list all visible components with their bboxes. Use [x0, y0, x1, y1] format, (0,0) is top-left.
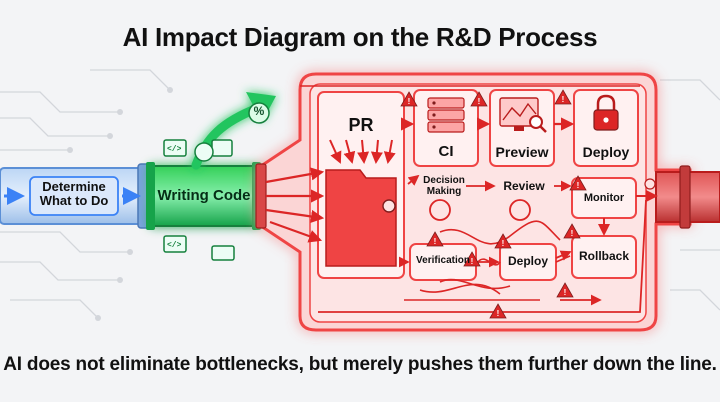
svg-text:!: !	[471, 257, 474, 266]
svg-text:!: !	[502, 239, 505, 248]
verification-label: Verification	[416, 255, 470, 266]
circuit-lines	[0, 69, 720, 319]
diagram-caption: AI does not eliminate bottlenecks, but m…	[3, 354, 717, 375]
cycle-icons	[429, 199, 531, 221]
pr-label: PR	[348, 115, 374, 135]
folder-icon	[325, 169, 397, 267]
determine-label: Determine What to Do	[39, 179, 109, 208]
determine-box	[29, 176, 119, 216]
lock-icon	[593, 94, 619, 131]
decision-making-label: Decision Making	[423, 175, 465, 197]
diagram-title: AI Impact Diagram on the R&D Process	[122, 22, 598, 52]
svg-text:</>: </>	[167, 145, 182, 154]
writing-code-label: Writing Code	[157, 187, 251, 204]
review-label: Review	[503, 179, 545, 193]
preview-label: Preview	[495, 144, 549, 160]
ci-label: CI	[438, 143, 454, 160]
ai-badge-label: %	[253, 104, 265, 118]
svg-text:!: !	[571, 229, 574, 238]
svg-text:!: !	[408, 97, 411, 106]
svg-text:</>: </>	[167, 241, 182, 250]
svg-text:!: !	[434, 237, 437, 246]
monitor-label: Monitor	[583, 192, 625, 204]
svg-text:!: !	[497, 309, 500, 318]
svg-text:!: !	[577, 181, 580, 190]
warning-icons	[400, 89, 587, 319]
deploy-bottom-label: Deploy	[507, 254, 548, 268]
ai-icons	[163, 139, 235, 261]
rollback-box	[571, 235, 637, 279]
svg-text:!: !	[562, 95, 565, 104]
rollback-label: Rollback	[578, 249, 629, 263]
deploy-top-label: Deploy	[582, 144, 630, 160]
monitor-magnifier-icon	[499, 97, 547, 133]
server-icon	[427, 97, 465, 133]
svg-text:!: !	[564, 288, 567, 297]
svg-text:!: !	[478, 97, 481, 106]
tangled-arrows	[404, 220, 571, 301]
